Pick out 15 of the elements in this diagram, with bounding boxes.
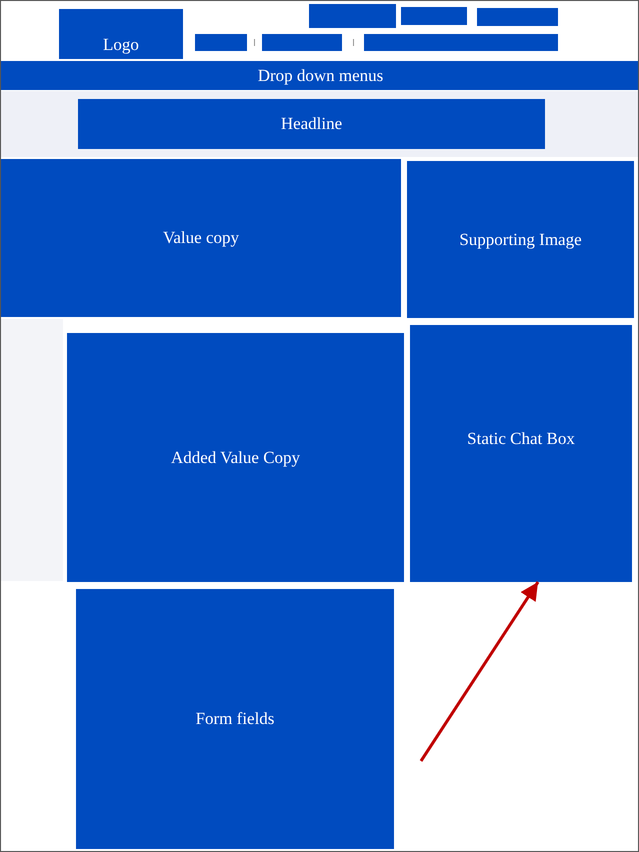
nav-box [401, 7, 467, 25]
form-block: Form fields [76, 589, 394, 849]
content-block: Supporting Image [407, 161, 634, 318]
content-block: Added Value Copy [67, 333, 404, 582]
content-block: Value copy [1, 159, 401, 317]
nav-box [195, 34, 247, 51]
arrow [420, 581, 540, 762]
menu-bar: Drop down menus [1, 61, 638, 90]
content-block: Static Chat Box [410, 325, 632, 582]
nav-box [364, 34, 558, 51]
headline-block: Headline [78, 99, 545, 149]
nav-box [309, 4, 396, 28]
nav-box [477, 8, 558, 26]
header-block: Logo [59, 9, 183, 59]
nav-box [262, 34, 342, 51]
